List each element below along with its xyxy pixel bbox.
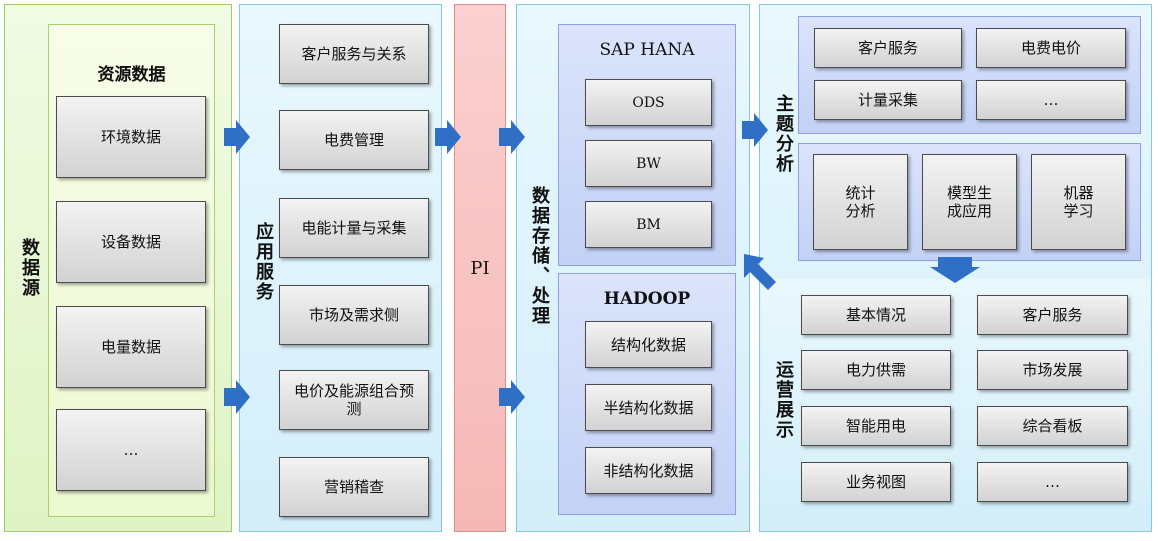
- arrow-right-icon: [742, 113, 768, 147]
- topic-item-modeling: 模型生成应用: [922, 154, 1017, 250]
- service-item-market: 市场及需求侧: [279, 285, 429, 345]
- arrow-up-left-icon: [744, 254, 776, 290]
- hadoop-item-semistructured: 半结构化数据: [585, 384, 712, 431]
- source-item-equipment: 设备数据: [56, 201, 206, 283]
- service-item-metering: 电能计量与采集: [279, 198, 429, 258]
- sap-item-ods: ODS: [585, 79, 712, 126]
- topic-analysis-title: 主题分析: [773, 94, 794, 174]
- ops-item-supply: 电力供需: [801, 350, 951, 390]
- source-item-energy: 电量数据: [56, 306, 206, 388]
- source-item-more: …: [56, 409, 206, 491]
- app-services-panel: [239, 4, 442, 532]
- ops-item-dashboard: 综合看板: [977, 406, 1128, 446]
- pi-panel: [454, 4, 506, 532]
- sap-hana-title: SAP HANA: [599, 40, 695, 60]
- topic-item-tariff: 电费电价: [976, 28, 1126, 68]
- sap-item-bw: BW: [585, 140, 712, 187]
- arrow-down-icon: [930, 257, 980, 283]
- topic-item-statistics: 统计分析: [813, 154, 908, 250]
- sap-item-bm: BM: [585, 201, 712, 248]
- service-item-audit: 营销稽查: [279, 457, 429, 517]
- data-source-title: 数据源: [19, 238, 40, 298]
- hadoop-item-structured: 结构化数据: [585, 321, 712, 368]
- arrow-right-icon: [499, 120, 525, 154]
- pi-title: PI: [470, 258, 490, 279]
- operations-title-label: 运营展示: [773, 360, 794, 440]
- hadoop-item-unstructured: 非结构化数据: [585, 447, 712, 494]
- service-item-billing: 电费管理: [279, 110, 429, 170]
- ops-item-smart: 智能用电: [801, 406, 951, 446]
- hadoop-title: HADOOP: [603, 289, 691, 309]
- arrow-right-icon: [224, 120, 250, 154]
- ops-item-view: 业务视图: [801, 462, 951, 502]
- topic-item-customer: 客户服务: [814, 28, 962, 68]
- topic-item-ml: 机器学习: [1031, 154, 1126, 250]
- app-services-title: 应用服务: [253, 222, 274, 302]
- arrow-right-icon: [435, 120, 461, 154]
- ops-item-customer: 客户服务: [977, 295, 1128, 335]
- source-item-environment: 环境数据: [56, 96, 206, 178]
- arrow-right-icon: [224, 380, 250, 414]
- topic-item-more: …: [976, 80, 1126, 120]
- ops-item-market: 市场发展: [977, 350, 1128, 390]
- service-item-customer: 客户服务与关系: [279, 24, 429, 84]
- service-item-forecast: 电价及能源组合预测: [279, 370, 429, 430]
- ops-item-basic: 基本情况: [801, 295, 951, 335]
- resource-data-title: 资源数据: [97, 65, 166, 85]
- arrow-right-icon: [499, 380, 525, 414]
- storage-title: 数据存储、处理: [529, 186, 550, 326]
- topic-item-metering: 计量采集: [814, 80, 962, 120]
- ops-item-more: …: [977, 462, 1128, 502]
